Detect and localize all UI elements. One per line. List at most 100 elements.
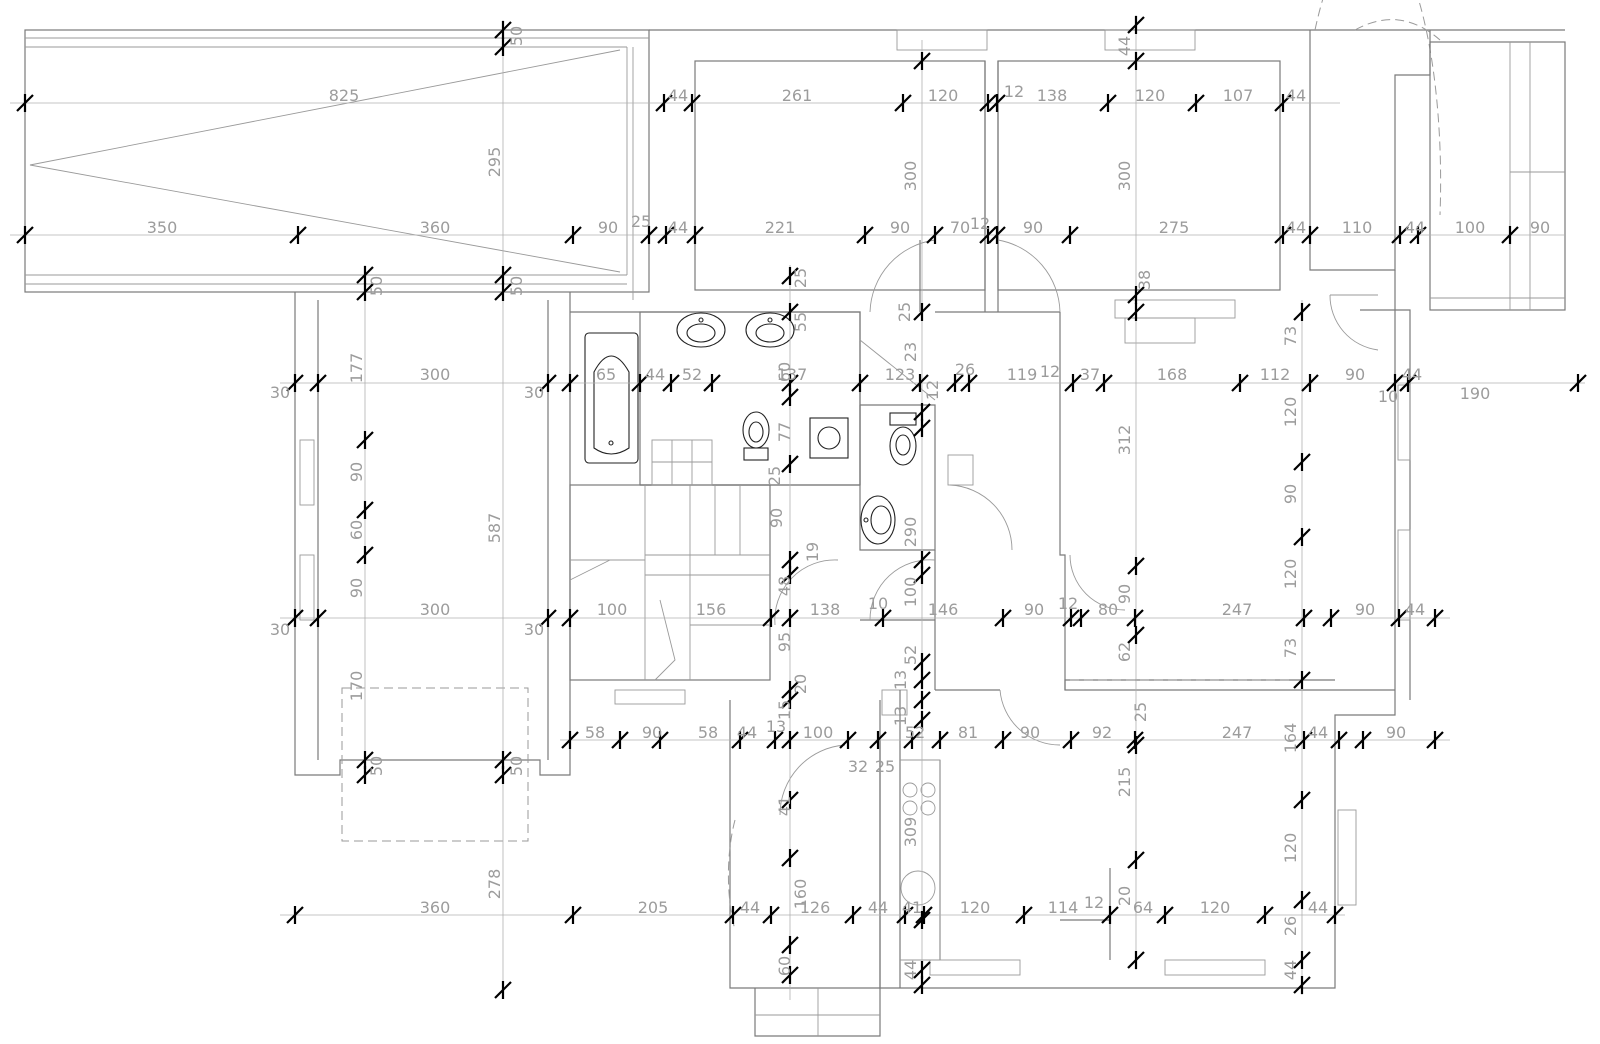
dimension-label: 44 <box>645 365 665 384</box>
dimension-label: 52 <box>901 645 920 665</box>
dimension-label: 90 <box>1115 584 1134 604</box>
room-outline <box>294 292 571 776</box>
dimension-label: 64 <box>1133 898 1153 917</box>
dimension-label: 60 <box>775 362 794 382</box>
dimension-label: 50 <box>367 756 386 776</box>
dimension-label: 120 <box>1281 559 1300 590</box>
dimension-label: 77 <box>775 422 794 442</box>
dimension-label: 32 <box>848 757 868 776</box>
dimension-label: 23 <box>901 342 920 362</box>
door-swing <box>859 339 936 401</box>
dimension-label: 60 <box>775 956 794 976</box>
dimension-label: 81 <box>958 723 978 742</box>
dimension-label: 73 <box>1281 638 1300 658</box>
dimension-label: 90 <box>1281 484 1300 504</box>
dimension-label: 13 <box>891 670 910 690</box>
dimension-label: 100 <box>597 600 628 619</box>
window <box>1164 959 1266 976</box>
stair-line <box>569 559 611 581</box>
washbasin-icon <box>860 495 896 545</box>
dimension-label: 50 <box>507 276 526 296</box>
dimension-label: 309 <box>901 817 920 848</box>
dimension-label: 110 <box>1342 218 1373 237</box>
terrace-outline <box>24 29 650 293</box>
dimension-label: 44 <box>901 960 920 980</box>
dimension-label: 25 <box>791 268 810 288</box>
dimension-label: 164 <box>1281 723 1300 754</box>
chimney <box>1124 317 1196 344</box>
dimension-label: 90 <box>1024 600 1044 619</box>
dimension-label: 100 <box>803 723 834 742</box>
dimension-label: 120 <box>928 86 959 105</box>
dimension-label: 73 <box>1281 326 1300 346</box>
wall-line <box>1160 270 1396 989</box>
dimension-label: 44 <box>1308 723 1328 742</box>
dimension-label: 65 <box>596 365 616 384</box>
entry-steps <box>754 988 881 1037</box>
dimension-label: 26 <box>955 360 975 379</box>
dimension-label: 156 <box>696 600 727 619</box>
toilet-icon <box>742 411 770 461</box>
dimension-label: 20 <box>791 674 810 694</box>
dimension-label: 12 <box>1040 362 1060 381</box>
window <box>299 554 315 621</box>
dimension-label: 12 <box>1004 82 1024 101</box>
chimney <box>881 689 908 716</box>
door-swing <box>999 689 1061 746</box>
dimension-label: 114 <box>1048 898 1079 917</box>
shower-tray-icon <box>809 417 849 459</box>
dimension-label: 90 <box>1023 218 1043 237</box>
dimension-label: 50 <box>507 756 526 776</box>
dimension-label: 95 <box>775 632 794 652</box>
dimension-label: 90 <box>767 508 786 528</box>
window <box>1337 809 1357 906</box>
dimension-label: 58 <box>585 723 605 742</box>
dimension-label: 90 <box>1355 600 1375 619</box>
room-outline <box>729 700 881 989</box>
dimension-label: 55 <box>791 312 810 332</box>
bay-window-arc <box>1314 0 1442 216</box>
dimension-label: 120 <box>1200 898 1231 917</box>
stair-outline <box>1429 41 1566 311</box>
dimension-label: 90 <box>1386 723 1406 742</box>
dimension-label: 119 <box>1007 365 1038 384</box>
dimension-label: 190 <box>1460 384 1491 403</box>
dimension-label: 13 <box>766 717 786 736</box>
dimension-label: 120 <box>1135 86 1166 105</box>
dimension-label: 52 <box>682 365 702 384</box>
dimension-label: 300 <box>901 161 920 192</box>
bay-window-arc <box>1354 19 1441 41</box>
door-swing <box>949 484 1013 551</box>
dimension-label: 90 <box>890 218 910 237</box>
dimension-label: 25 <box>895 302 914 322</box>
dimension-label: 12 <box>970 214 990 233</box>
dimension-label: 123 <box>885 365 916 384</box>
dimension-label: 25 <box>1131 702 1150 722</box>
dimension-label: 360 <box>420 898 451 917</box>
dimension-label: 50 <box>367 276 386 296</box>
chimney <box>947 454 974 486</box>
dimension-label: 275 <box>1159 218 1190 237</box>
dimension-label: 215 <box>1115 767 1134 798</box>
dimension-label: 160 <box>791 879 810 910</box>
dimension-label: 25 <box>875 757 895 776</box>
dimension-label: 177 <box>347 353 366 384</box>
dimension-label: 90 <box>598 218 618 237</box>
dimension-label: 90 <box>347 578 366 598</box>
dimension-label: 247 <box>1222 600 1253 619</box>
dimension-label: 30 <box>270 383 290 402</box>
stair-arrow <box>654 599 676 681</box>
dimension-label: 247 <box>1222 723 1253 742</box>
dimension-label: 90 <box>347 462 366 482</box>
window <box>1397 529 1411 621</box>
dimension-label: 70 <box>950 218 970 237</box>
dimension-label: 48 <box>775 576 794 596</box>
door-swing <box>779 744 846 816</box>
tile-grid <box>651 439 713 486</box>
ramp-chevron <box>29 49 621 273</box>
dimension-label: 30 <box>524 620 544 639</box>
door-swing <box>997 239 1061 313</box>
dimension-label: 44 <box>1405 218 1425 237</box>
dimension-label: 138 <box>1037 86 1068 105</box>
door-swing <box>1329 294 1379 351</box>
